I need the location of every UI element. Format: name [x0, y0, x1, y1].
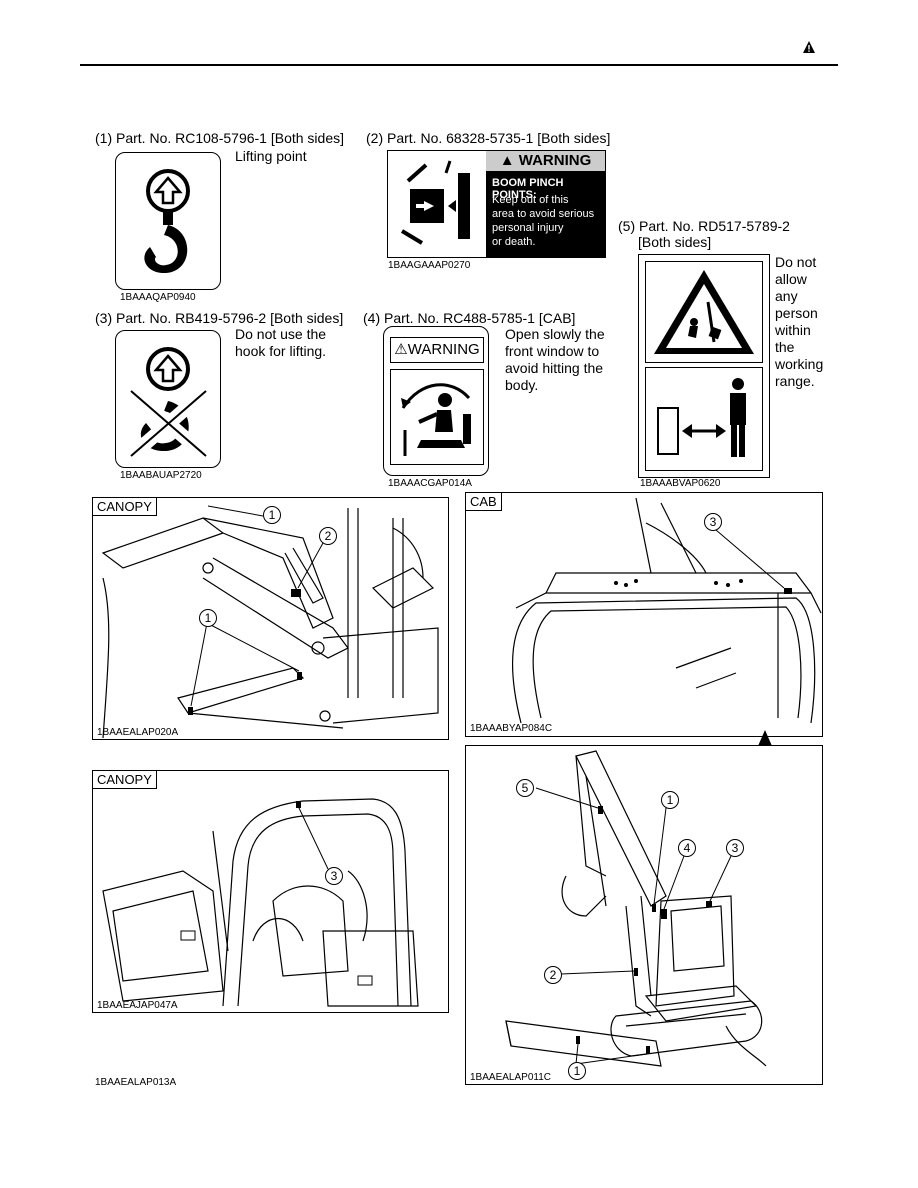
figure-tag: CANOPY [93, 498, 157, 516]
no-hook-icon [126, 347, 211, 462]
desc-line: range. [775, 373, 815, 389]
figure-excavator-overview: 5 1 4 3 2 1 1BAAEALAP011C [465, 745, 823, 1085]
label-4-code: 1BAAACGAP014A [388, 478, 472, 489]
sign-line: personal injury [492, 222, 564, 234]
pinch-hazard-icon [400, 160, 470, 245]
desc-line: avoid hitting the [505, 360, 604, 376]
desc-line: Open slowly the [505, 326, 605, 342]
label-4-window-warning-sign: ⚠WARNING [383, 326, 489, 476]
callout-marker: 1 [263, 506, 281, 524]
callout-marker: 2 [544, 966, 562, 984]
label-2-code: 1BAAGAAAP0270 [388, 260, 471, 271]
falling-object-icon [654, 270, 754, 354]
desc-line: front window to [505, 343, 600, 359]
sign-header: ⚠WARNING [390, 337, 484, 363]
desc-line: allow [775, 271, 807, 287]
label-1-description: Lifting point [235, 148, 307, 164]
label-5-working-range-sign [638, 254, 770, 478]
excavator-illustration [505, 750, 767, 1067]
sign-header: ▲ WARNING [486, 151, 605, 171]
figure-cab-label-3: CAB 3 1BAAABYAP084C [465, 492, 823, 737]
figure-code: 1BAAABYAP084C [470, 723, 553, 734]
desc-line: working [775, 356, 824, 372]
label-3-caption: (3) Part. No. RB419-5796-2 [Both sides] [95, 310, 344, 326]
header-rule [80, 64, 838, 66]
figure-code: 1BAAEAJAP047A [97, 1000, 178, 1011]
figure-code: 1BAAEALAP011C [470, 1072, 551, 1083]
label-1-code: 1BAAAQAP0940 [120, 292, 196, 303]
sign-line: or death. [492, 236, 536, 248]
callout-marker: 3 [325, 867, 343, 885]
sign-header-text: WARNING [407, 341, 480, 358]
label-4-caption: (4) Part. No. RC488-5785-1 [CAB] [363, 310, 576, 326]
label-1-caption: (1) Part. No. RC108-5796-1 [Both sides] [95, 130, 345, 146]
label-5-description: Do not allow any person within the worki… [775, 254, 823, 390]
desc-line: the [775, 339, 795, 355]
caption-line: (5) Part. No. RD517-5789-2 [618, 218, 790, 234]
canopy-boom-illustration [101, 505, 439, 739]
keep-away-panel [645, 367, 763, 471]
figure-code: 1BAAEALAP020A [97, 727, 179, 738]
sign-title: BOOM PINCH POINTS: [492, 177, 564, 201]
label-5-caption: (5) Part. No. RD517-5789-2 [Both sides] [618, 218, 790, 250]
sign-body: Keep out of this area to avoid serious p… [492, 193, 594, 249]
label-2-caption: (2) Part. No. 68328-5735-1 [Both sides] [366, 130, 611, 146]
label-3-description: Do not use the hook for lifting. [235, 326, 326, 360]
desc-line: hook for lifting. [235, 343, 327, 359]
keep-distance-icon [657, 378, 746, 457]
figure-canopy-labels-1-2: CANOPY 1 2 1 1BAAEALAP020A [92, 497, 449, 740]
desc-line: within [775, 322, 811, 338]
desc-line: any [775, 288, 798, 304]
operator-window-icon [401, 383, 471, 456]
desc-line: Do not [775, 254, 817, 270]
callout-marker: 4 [678, 839, 696, 857]
figure-tag: CAB [466, 493, 502, 511]
figure-tag: CANOPY [93, 771, 157, 789]
label-3-code: 1BAABAUAP2720 [120, 470, 202, 481]
callout-marker: 3 [726, 839, 744, 857]
callout-marker: 3 [704, 513, 722, 531]
label-3-no-hook-sign [115, 330, 221, 468]
callout-marker: 1 [568, 1062, 586, 1080]
label-2-boom-pinch-sign: ▲ WARNING BOOM PINCH POINTS: Keep out of… [387, 150, 606, 258]
label-5-code: 1BAAABVAP0620 [640, 478, 721, 489]
desc-line: Do not use the [235, 326, 327, 342]
desc-line: body. [505, 377, 539, 393]
desc-line: person [775, 305, 818, 321]
sign-text-panel: ▲ WARNING BOOM PINCH POINTS: Keep out of… [486, 151, 605, 257]
page-figure-code: 1BAAEALAP013A [95, 1077, 177, 1088]
warning-triangle-icon [803, 41, 815, 53]
callout-marker: 5 [516, 779, 534, 797]
figure-canopy-label-3: CANOPY 3 1BAAEAJAP047A [92, 770, 449, 1013]
lifting-hook-icon [144, 169, 190, 274]
sign-pictogram [390, 369, 484, 465]
label-1-lifting-point-sign [115, 152, 221, 290]
sign-header-text: WARNING [518, 152, 592, 169]
callout-marker: 2 [319, 527, 337, 545]
label-4-description: Open slowly the front window to avoid hi… [505, 326, 605, 394]
crush-hazard-panel [645, 261, 763, 363]
callout-marker: 1 [199, 609, 217, 627]
sign-line: Keep out of this [492, 194, 569, 206]
canopy-seat-illustration [102, 798, 419, 1007]
callout-marker: 1 [661, 791, 679, 809]
sign-line: area to avoid serious [492, 208, 595, 220]
cab-front-illustration [512, 497, 822, 724]
caption-line: [Both sides] [638, 234, 712, 250]
